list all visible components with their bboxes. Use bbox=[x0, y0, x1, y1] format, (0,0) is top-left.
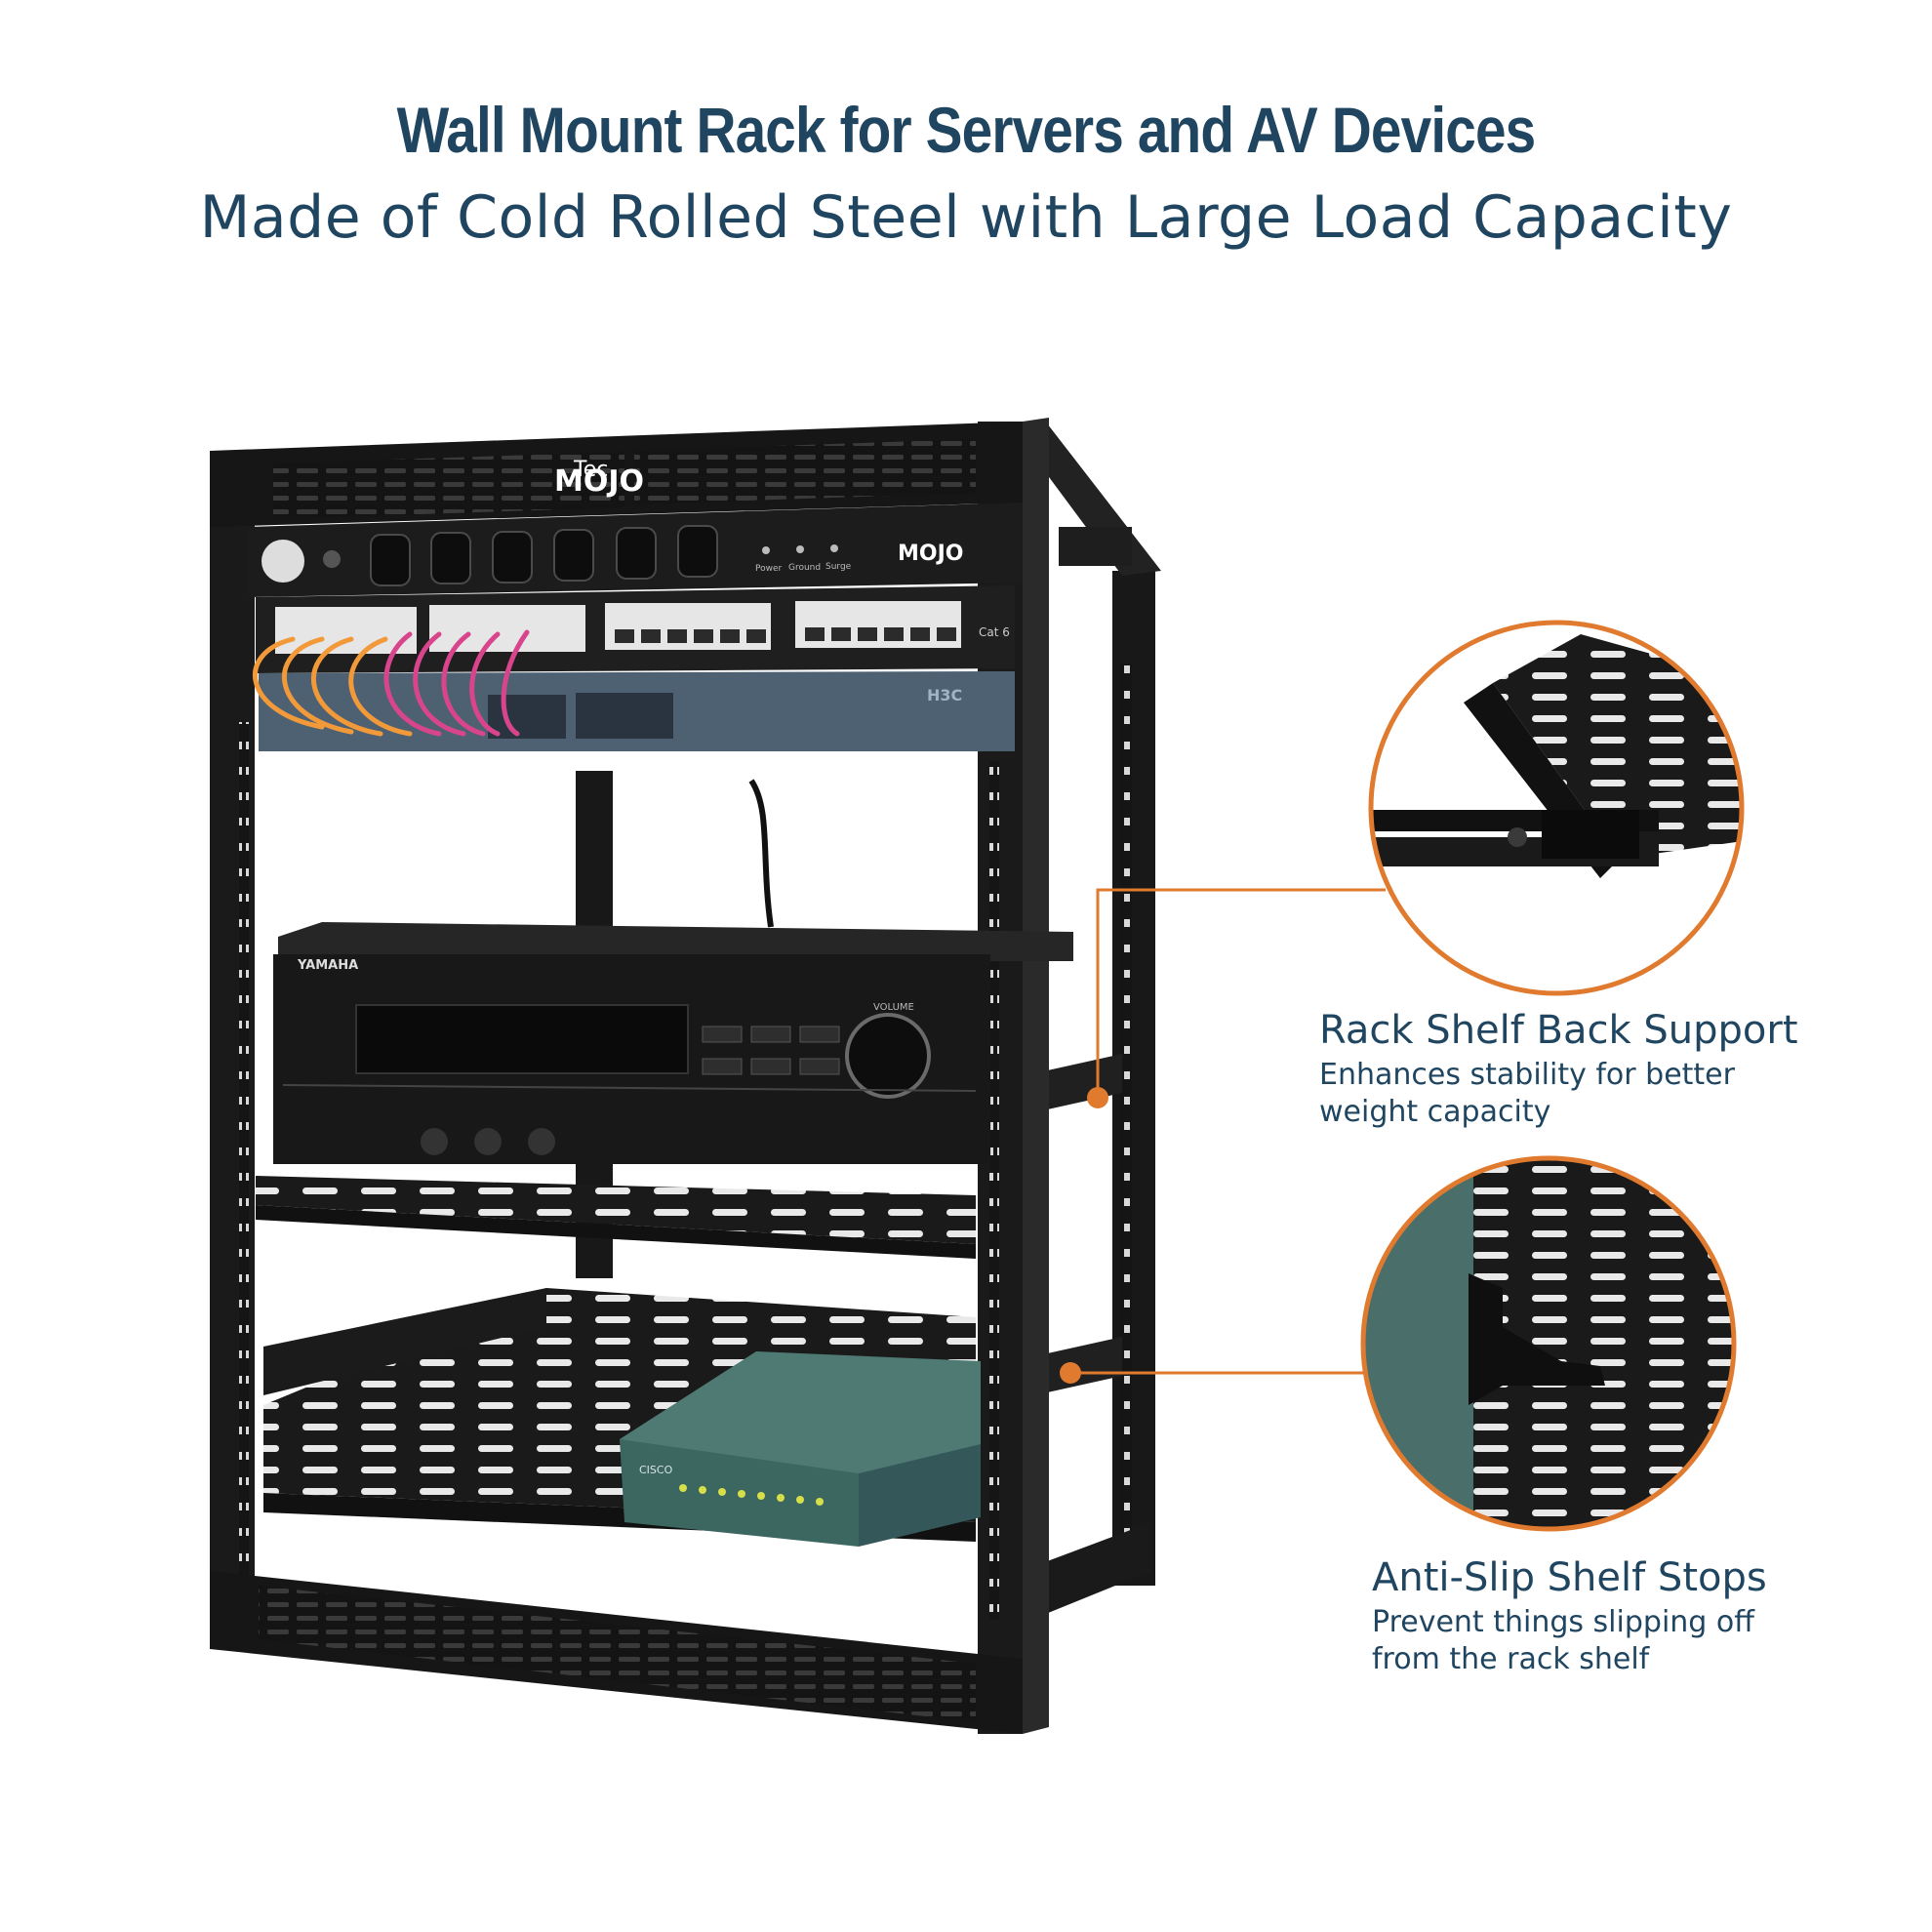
callout-shelf-stops: Anti-Slip Shelf Stops Prevent things sli… bbox=[1372, 1555, 1821, 1678]
vented-top-panel: Tec MOJO bbox=[210, 422, 1023, 527]
firewall-appliance: CISCO bbox=[620, 1351, 981, 1547]
brand-small-label: Tec bbox=[573, 458, 608, 482]
receiver-volume-label: VOLUME bbox=[873, 1002, 914, 1013]
power-cord bbox=[748, 779, 774, 928]
switch-brand-label: H3C bbox=[927, 686, 962, 704]
av-receiver: VOLUME YAMAHA bbox=[273, 922, 1073, 1164]
patch-panel: Cat 6 bbox=[256, 585, 1015, 673]
callout-description: Enhances stability for better weight cap… bbox=[1319, 1058, 1735, 1129]
callout-marker-1 bbox=[1087, 1087, 1108, 1108]
patch-cables bbox=[253, 629, 530, 737]
pdu-brand-logo: MOJO bbox=[898, 542, 963, 566]
vented-bottom-panel bbox=[210, 1571, 1023, 1734]
callout-connectors bbox=[1070, 888, 1386, 1375]
page-subtitle: Made of Cold Rolled Steel with Large Loa… bbox=[199, 183, 1733, 252]
pdu-light-label-power: Power bbox=[755, 564, 783, 574]
callout-description: Prevent things slipping off from the rac… bbox=[1372, 1605, 1754, 1676]
network-switch: H3C bbox=[259, 671, 1015, 751]
rack-frame bbox=[210, 418, 1161, 1734]
patch-panel-label: Cat 6 bbox=[979, 625, 1010, 639]
callout-title: Anti-Slip Shelf Stops bbox=[1372, 1555, 1767, 1600]
brand-logo: MOJO bbox=[554, 464, 644, 499]
callout-marker-2 bbox=[1060, 1362, 1081, 1384]
callout-title: Rack Shelf Back Support bbox=[1319, 1008, 1798, 1053]
page-title: Wall Mount Rack for Servers and AV Devic… bbox=[396, 94, 1537, 166]
middle-shelf bbox=[256, 1176, 976, 1259]
power-distribution-unit: Power Ground Surge MOJO bbox=[249, 503, 1023, 597]
pdu-light-label-ground: Ground bbox=[788, 563, 821, 573]
detail-image-shelf-stops bbox=[1360, 1155, 1737, 1532]
detail-image-back-support bbox=[1368, 620, 1745, 996]
callout-back-support: Rack Shelf Back Support Enhances stabili… bbox=[1319, 1008, 1798, 1131]
pdu-light-label-surge: Surge bbox=[825, 562, 852, 572]
receiver-brand-label: YAMAHA bbox=[297, 958, 358, 973]
firewall-brand-label: CISCO bbox=[639, 1464, 673, 1476]
